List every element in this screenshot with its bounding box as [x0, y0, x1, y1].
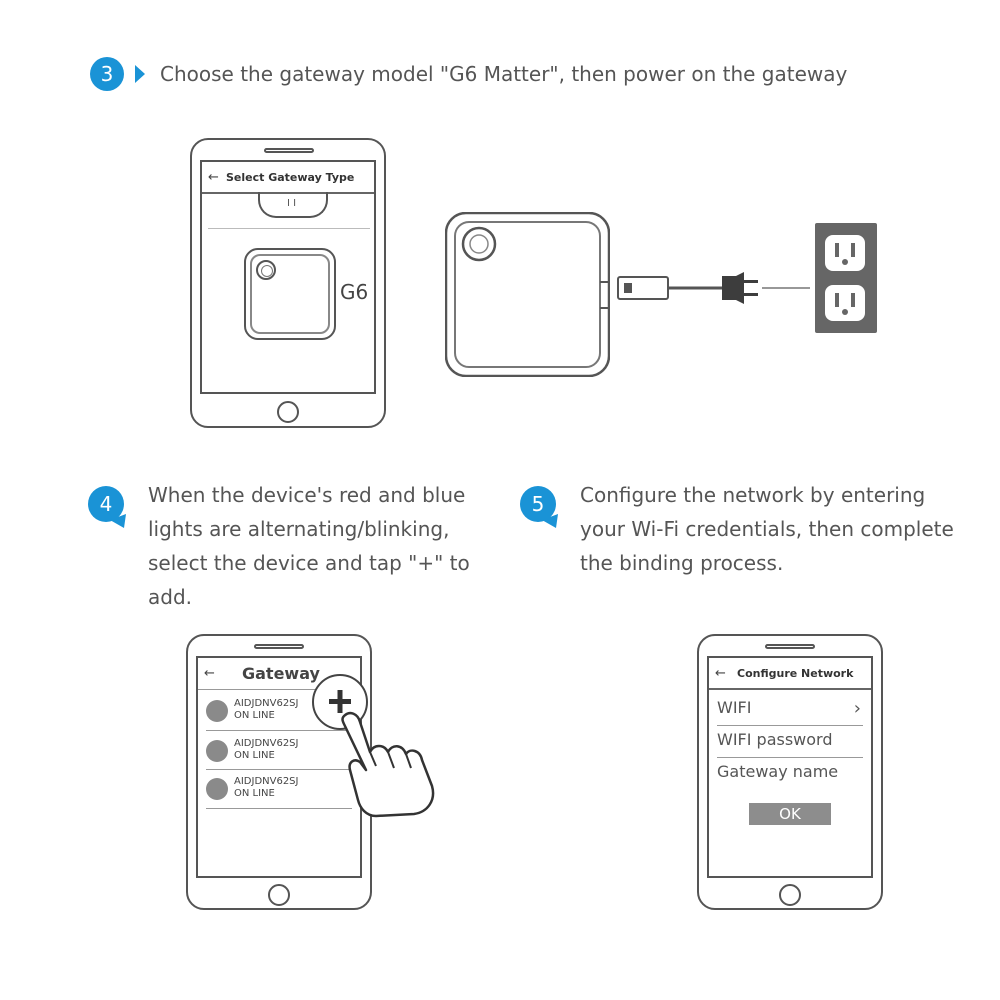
device-name: AIDJDNV62SJ: [234, 776, 299, 787]
list-item[interactable]: AIDJDNV62SJ ON LINE: [206, 776, 352, 808]
wifi-label: WIFI: [717, 698, 752, 717]
divider: [717, 725, 863, 726]
step-number: 3: [100, 62, 114, 86]
step-number: 4: [99, 492, 113, 516]
gateway-button-icon: [256, 260, 276, 280]
home-button: [277, 401, 299, 423]
device-name: AIDJDNV62SJ: [234, 698, 299, 709]
step-arrow-icon: [135, 65, 145, 87]
gateway-option-partial[interactable]: I I: [258, 192, 328, 218]
chevron-right-icon: ›: [853, 698, 861, 719]
add-device-button[interactable]: [312, 674, 368, 730]
step-3-text: Choose the gateway model "G6 Matter", th…: [160, 57, 847, 91]
gateway-device-icon: [206, 700, 228, 722]
step-text-line: Configure the network by entering: [580, 483, 926, 507]
phone-select-gateway: ← Select Gateway Type I I G6: [190, 138, 386, 428]
screen-header: ← Gateway: [198, 658, 360, 690]
back-arrow-icon[interactable]: ←: [208, 170, 219, 185]
step-3-badge: 3: [90, 57, 124, 91]
gateway-g6-option[interactable]: [244, 248, 336, 340]
divider: [206, 730, 352, 731]
phone-speaker: [765, 644, 815, 649]
power-cable: [610, 250, 810, 320]
step-text-line: the binding process.: [580, 551, 784, 575]
wifi-row[interactable]: WIFI ›: [717, 698, 863, 719]
device-status: ON LINE: [234, 788, 275, 799]
ok-button[interactable]: OK: [749, 803, 831, 825]
gateway-model-label: G6: [340, 280, 369, 304]
back-arrow-icon[interactable]: ←: [715, 666, 726, 681]
step-text-line: lights are alternating/blinking,: [148, 517, 450, 541]
screen-title: Configure Network: [737, 667, 854, 680]
phone-screen: ← Select Gateway Type I I G6: [200, 160, 376, 394]
step-4-text: When the device's red and blue lights ar…: [148, 478, 470, 614]
gateway-name-field[interactable]: Gateway name: [717, 762, 839, 781]
gateway-device: [444, 211, 611, 378]
divider: [206, 808, 352, 809]
gateway-device-icon: [206, 740, 228, 762]
screen-header: ← Select Gateway Type: [202, 162, 374, 194]
divider: [717, 757, 863, 758]
wifi-password-field[interactable]: WIFI password: [717, 730, 833, 749]
phone-configure-network: ← Configure Network WIFI › WIFI password…: [697, 634, 883, 910]
phone-screen: ← Gateway AIDJDNV62SJ ON LINE AIDJDNV62S…: [196, 656, 362, 878]
home-button: [779, 884, 801, 906]
step-5-badge: 5: [518, 484, 568, 534]
plus-icon: [329, 690, 351, 713]
home-button: [268, 884, 290, 906]
back-arrow-icon[interactable]: ←: [204, 666, 215, 681]
list-item[interactable]: AIDJDNV62SJ ON LINE: [206, 738, 352, 770]
wall-outlet-icon: [815, 223, 877, 333]
phone-screen: ← Configure Network WIFI › WIFI password…: [707, 656, 873, 878]
step-5-text: Configure the network by entering your W…: [580, 478, 954, 580]
step-text-line: your Wi-Fi credentials, then complete: [580, 517, 954, 541]
step-text-line: add.: [148, 585, 193, 609]
step-text-line: select the device and tap "+" to: [148, 551, 470, 575]
step-number: 5: [531, 492, 545, 516]
step-4-badge: 4: [86, 484, 136, 534]
screen-header: ← Configure Network: [709, 658, 871, 690]
gateway-device-icon: [206, 778, 228, 800]
device-status: ON LINE: [234, 750, 275, 761]
divider: [206, 769, 352, 770]
list-item[interactable]: AIDJDNV62SJ ON LINE: [206, 698, 352, 730]
screen-title: Gateway: [242, 664, 320, 683]
screen-title: Select Gateway Type: [226, 171, 355, 184]
divider: [208, 228, 370, 229]
device-status: ON LINE: [234, 710, 275, 721]
phone-speaker: [264, 148, 314, 153]
device-name: AIDJDNV62SJ: [234, 738, 299, 749]
step-text-line: When the device's red and blue: [148, 483, 466, 507]
phone-speaker: [254, 644, 304, 649]
hand-pointer-icon: [336, 708, 446, 818]
step-text-line: Choose the gateway model "G6 Matter", th…: [160, 62, 848, 86]
